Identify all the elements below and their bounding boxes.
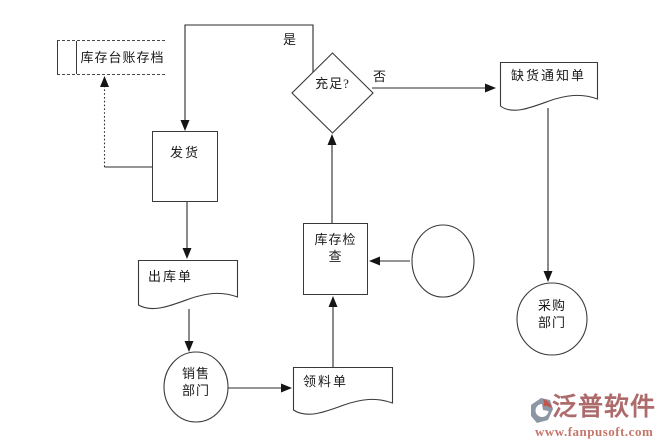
edge-yes (184, 24, 314, 122)
arrowhead-into-sales (184, 341, 194, 352)
arrowhead-into-check-right (369, 256, 380, 266)
requisition-label: 领料单 (303, 374, 349, 389)
purchasing-ellipse-shape (516, 282, 588, 356)
inventory-ledger-archive-label: 库存台账存档 (80, 50, 165, 65)
requisition-document-shape (292, 366, 394, 415)
node-shipping: 发货 (152, 131, 218, 202)
purchasing-dept-label: 采购 部门 (537, 298, 566, 330)
blank-circle-shape (411, 224, 475, 298)
arrowhead-into-purchasing (543, 271, 553, 282)
shipping-label: 发货 (169, 145, 200, 160)
arrowhead-into-requisition (281, 383, 292, 393)
arrowhead-into-outbound (182, 248, 192, 259)
shortage-notice-document-shape (499, 61, 599, 111)
edge-no-label: 否 (373, 69, 388, 84)
node-inventory-ledger-archive: 库存台账存档 (57, 40, 165, 75)
node-inventory-check: 库存检 查 (303, 223, 368, 295)
sales-ellipse-shape (163, 351, 229, 423)
arrowhead-into-archive (100, 76, 109, 87)
outbound-document-shape (137, 259, 239, 310)
card-divider-line (76, 41, 77, 74)
decision-diamond-shape (291, 52, 374, 134)
inventory-check-label: 库存检 查 (314, 232, 357, 264)
sales-dept-label: 销售 部门 (181, 366, 210, 398)
brand-watermark: 泛普软件 www.fanpusoft.com (514, 394, 664, 444)
brand-name: 泛普软件 (552, 394, 657, 421)
arrowhead-into-shipping (180, 120, 190, 131)
fanpu-logo-icon (531, 398, 553, 423)
arrowhead-into-check-bottom (328, 296, 338, 307)
shortage-notice-label: 缺货通知单 (510, 68, 586, 83)
arrowhead-into-decision (327, 134, 337, 145)
arrowhead-into-notice (485, 83, 496, 93)
brand-url: www.fanpusoft.com (535, 424, 654, 439)
outbound-order-label: 出库单 (148, 269, 194, 284)
edge-yes-label: 是 (283, 32, 298, 47)
decision-label: 充足? (315, 76, 350, 91)
